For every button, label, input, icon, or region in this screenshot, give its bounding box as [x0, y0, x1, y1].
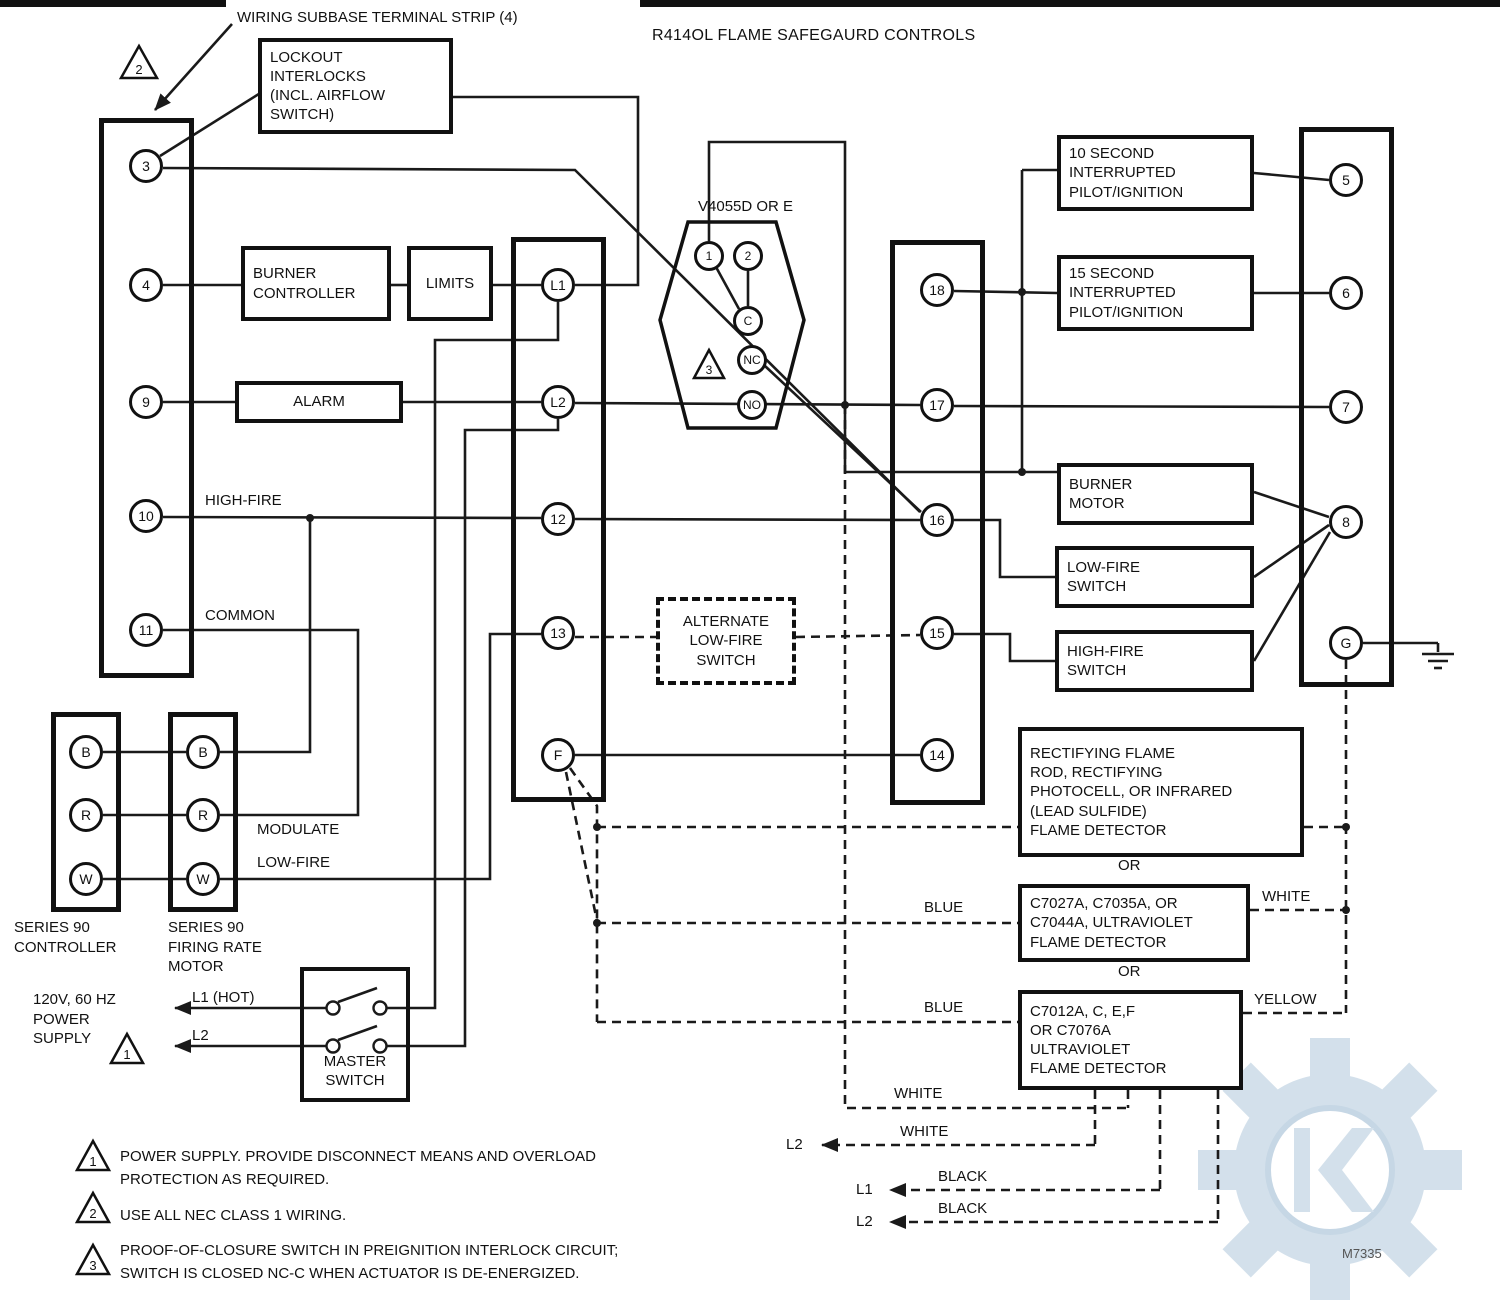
s90m-terminal-B: B: [186, 735, 220, 769]
modulate-wire-label: MODULATE: [257, 821, 340, 838]
junction-dots: [306, 288, 1350, 927]
note-2-number: 2: [89, 1206, 96, 1221]
high-fire-switch-box: HIGH-FIRE SWITCH: [1055, 630, 1254, 692]
terminal-16: 16: [920, 503, 954, 537]
v4055-terminal-1: 1: [694, 241, 724, 271]
lockout-interlocks-box: LOCKOUT INTERLOCKS (INCL. AIRFLOW SWITCH…: [258, 38, 453, 134]
terminal-15: 15: [920, 616, 954, 650]
terminal-12: 12: [541, 502, 575, 536]
black-wire-label-2: BLACK: [938, 1200, 988, 1217]
callout-2-number: 2: [135, 62, 142, 77]
watermark-gear-logo: [1198, 1038, 1462, 1300]
l2-bottom-label-2: L2: [856, 1213, 873, 1230]
limits-box: LIMITS: [407, 246, 493, 321]
master-switch-box: MASTER SWITCH: [300, 967, 410, 1102]
terminal-3: 3: [129, 149, 163, 183]
page-title: R414OL FLAME SAFEGAURD CONTROLS: [652, 27, 976, 44]
terminal-strip-middle-right: [890, 240, 985, 805]
terminal-17: 17: [920, 388, 954, 422]
pilot-ignition-15s-box: 15 SECOND INTERRUPTED PILOT/IGNITION: [1057, 255, 1254, 331]
terminal-6: 6: [1329, 276, 1363, 310]
series90-controller-label: SERIES 90 CONTROLLER: [14, 919, 117, 956]
terminal-13: 13: [541, 616, 575, 650]
subbase-terminal-strip-label: WIRING SUBBASE TERMINAL STRIP (4): [237, 9, 518, 26]
v4055-terminal-NC: NC: [737, 345, 767, 375]
low-fire-switch-box: LOW-FIRE SWITCH: [1055, 546, 1254, 608]
white-wire-label-b2: WHITE: [900, 1123, 949, 1140]
terminal-4: 4: [129, 268, 163, 302]
terminal-5: 5: [1329, 163, 1363, 197]
terminal-7: 7: [1329, 390, 1363, 424]
l1-hot-label: L1 (HOT): [192, 989, 255, 1006]
burner-motor-box: BURNER MOTOR: [1057, 463, 1254, 525]
series90-motor-strip: [168, 712, 238, 912]
terminal-L2: L2: [541, 385, 575, 419]
terminal-strip-middle: [511, 237, 606, 802]
terminal-10: 10: [129, 499, 163, 533]
note-1-text: POWER SUPPLY. PROVIDE DISCONNECT MEANS A…: [120, 1148, 596, 1188]
note-3-number: 3: [89, 1258, 96, 1273]
terminal-11: 11: [129, 613, 163, 647]
alternate-low-fire-switch-box: ALTERNATE LOW-FIRE SWITCH: [656, 597, 796, 685]
or-label-2: OR: [1118, 963, 1141, 980]
white-wire-label-right: WHITE: [1262, 888, 1311, 905]
black-wire-label-1: BLACK: [938, 1168, 988, 1185]
pilot-ignition-10s-box: 10 SECOND INTERRUPTED PILOT/IGNITION: [1057, 135, 1254, 211]
wires-dashed: [564, 405, 1348, 1229]
terminal-F: F: [541, 738, 575, 772]
rectifying-flame-detector-box: RECTIFYING FLAME ROD, RECTIFYING PHOTOCE…: [1018, 727, 1304, 857]
note-3-text: PROOF-OF-CLOSURE SWITCH IN PREIGNITION I…: [120, 1242, 619, 1282]
s90m-terminal-W: W: [186, 862, 220, 896]
series90-controller-strip: [51, 712, 121, 912]
page-top-border: [0, 0, 1500, 7]
terminal-8: 8: [1329, 505, 1363, 539]
s90c-terminal-R: R: [69, 798, 103, 832]
terminal-L1: L1: [541, 268, 575, 302]
series90-motor-label: SERIES 90 FIRING RATE MOTOR: [168, 919, 262, 975]
callout-1-number: 1: [123, 1047, 130, 1062]
yellow-wire-label: YELLOW: [1254, 991, 1317, 1008]
white-wire-label-b1: WHITE: [894, 1085, 943, 1102]
document-number: M7335: [1342, 1246, 1382, 1261]
l2-bottom-label-1: L2: [786, 1136, 803, 1153]
callout-3-number: 3: [706, 363, 713, 377]
terminal-strip-left: [99, 118, 194, 678]
master-switch-contacts: [325, 1000, 388, 1054]
terminal-18: 18: [920, 273, 954, 307]
note-2-text: USE ALL NEC CLASS 1 WIRING.: [120, 1207, 347, 1224]
v4055-terminal-NO: NO: [737, 390, 767, 420]
s90c-terminal-B: B: [69, 735, 103, 769]
terminal-strip-right: [1299, 127, 1394, 687]
s90m-terminal-R: R: [186, 798, 220, 832]
v4055-actuator-outline: [658, 220, 806, 430]
s90c-terminal-W: W: [69, 862, 103, 896]
l2-power-label: L2: [192, 1027, 209, 1044]
note-1-number: 1: [89, 1154, 96, 1169]
c7027-flame-detector-box: C7027A, C7035A, OR C7044A, ULTRAVIOLET F…: [1018, 884, 1250, 962]
high-fire-wire-label: HIGH-FIRE: [205, 492, 282, 509]
c7012-flame-detector-box: C7012A, C, E,F OR C7076A ULTRAVIOLET FLA…: [1018, 990, 1243, 1090]
blue-wire-label-2: BLUE: [924, 999, 964, 1016]
v4055-terminal-C: C: [733, 306, 763, 336]
blue-wire-label-1: BLUE: [924, 899, 964, 916]
terminal-G: G: [1329, 626, 1363, 660]
warning-triangles: 2 3 1 1 2 3: [74, 43, 727, 1276]
l1-bottom-label: L1: [856, 1181, 873, 1198]
v4055-label: V4055D OR E: [698, 198, 794, 215]
common-wire-label: COMMON: [205, 607, 275, 624]
terminal-14: 14: [920, 738, 954, 772]
alarm-box: ALARM: [235, 381, 403, 423]
burner-controller-box: BURNER CONTROLLER: [241, 246, 391, 321]
power-supply-label: 120V, 60 HZ POWER SUPPLY: [33, 991, 116, 1047]
low-fire-wire-label: LOW-FIRE: [257, 854, 331, 871]
or-label-1: OR: [1118, 857, 1141, 874]
terminal-9: 9: [129, 385, 163, 419]
v4055-terminal-2: 2: [733, 241, 763, 271]
